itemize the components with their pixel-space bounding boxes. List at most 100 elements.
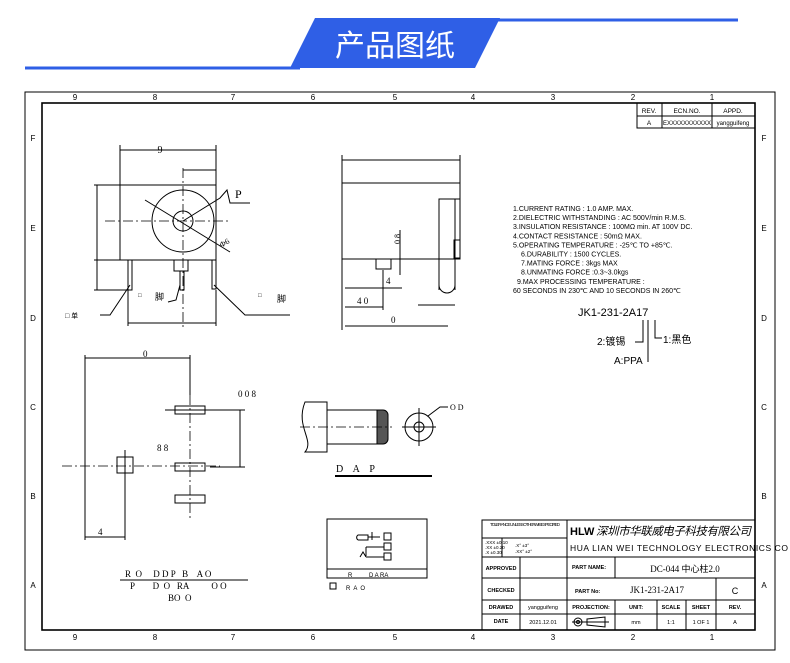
row-label: B: [30, 492, 35, 501]
tolerance-value: .XXX ±0.10: [485, 540, 508, 545]
column-label: 9: [73, 93, 78, 102]
drawed-by: yangguifeng: [528, 605, 558, 611]
plug-caption: D A P: [336, 464, 375, 475]
rev-value: A: [733, 620, 737, 626]
column-label: 8: [153, 633, 158, 642]
appd-value: yangguifeng: [717, 121, 750, 127]
appd-header: APPD.: [723, 108, 743, 115]
spec-note: 8.UNMATING FORCE :0.3~3.0kgs: [521, 270, 629, 277]
tolerance-value: .XX ±0.20: [485, 545, 505, 550]
sheet-value: 1 OF 1: [693, 620, 710, 626]
unit-value: mm: [631, 620, 641, 626]
pcb-layout: 0 0 0 8 8 8 4: [62, 349, 257, 540]
side-view: 4 4 0 0 0 8: [341, 155, 461, 330]
scale-label: SCALE: [662, 605, 681, 611]
column-label: 5: [393, 633, 398, 642]
schematic-legend: R A O: [346, 586, 365, 592]
pcb-caption-line: P D O RA O O: [130, 581, 227, 591]
dim-08: 0 8: [393, 234, 402, 244]
dim-diameter: Φ6: [218, 237, 231, 250]
material-code: A:PPA: [614, 356, 643, 367]
schematic-box: R D A RA R A O: [326, 518, 428, 592]
part-code-breakdown: JK1-231-2A17 2:镀锡 1:黑色 A:PPA: [578, 307, 691, 367]
rev-label: REV.: [729, 605, 742, 611]
pcb-caption-line: BO O: [168, 593, 192, 603]
tolerance-title: TOLERANCE UNLESS OTHERWISE SPECIFIED: [490, 522, 561, 527]
row-label: E: [30, 224, 35, 233]
rev-letter: C: [732, 586, 739, 596]
company-name-en: HUA LIAN WEI TECHNOLOGY ELECTRONICS CO: [570, 543, 788, 553]
plating-code: 2:镀锡: [597, 335, 625, 348]
banner: 产品图纸: [25, 18, 738, 70]
column-label: 9: [73, 633, 78, 642]
spec-note: 4.CONTACT RESISTANCE : 50mΩ MAX.: [513, 233, 642, 240]
rev-value: A: [647, 120, 652, 127]
pin-label: 脚: [277, 294, 286, 304]
column-label: 4: [471, 633, 476, 642]
dim-0: 0: [143, 349, 148, 359]
spec-note: 3.INSULATION RESISTANCE : 100MΩ min. AT …: [513, 224, 692, 231]
front-view: 9 P Φ6 □ 单 □ 脚 □ 脚: [65, 145, 290, 330]
pcb-caption-line: R O D D P B A O: [125, 569, 212, 579]
color-code: 1:黑色: [663, 333, 691, 346]
column-label: 2: [631, 93, 636, 102]
row-label: F: [31, 134, 36, 143]
row-label: F: [762, 134, 767, 143]
drawed-label: DRAWED: [489, 605, 513, 611]
sheet-label: SHEET: [692, 605, 711, 611]
part-name: DC-044 中心柱2.0: [650, 563, 720, 574]
dim-4: 4: [98, 527, 103, 537]
dim-0: 0: [391, 315, 396, 325]
spec-note: 2.DIELECTRIC WITHSTANDING : AC 500V/min …: [513, 215, 686, 222]
spec-note: 1.CURRENT RATING : 1.0 AMP. MAX.: [513, 206, 633, 213]
column-label: 1: [710, 93, 715, 102]
row-label: E: [761, 224, 766, 233]
pin-label: □: [258, 293, 262, 299]
pin-label: 脚: [155, 292, 164, 302]
tolerance-value: .XX° ±2°: [515, 549, 532, 554]
row-label: C: [761, 403, 767, 412]
spec-note: 7.MATING FORCE : 3kgs MAX: [521, 261, 618, 268]
part-code: JK1-231-2A17: [578, 307, 648, 319]
column-label: 6: [311, 633, 316, 642]
column-label: 3: [551, 633, 556, 642]
row-label: C: [30, 403, 36, 412]
part-no: JK1-231-2A17: [630, 585, 684, 595]
column-label: 2: [631, 633, 636, 642]
dim-008: 0 0 8: [238, 389, 257, 399]
company-logo: HLW: [570, 526, 595, 538]
row-label: B: [761, 492, 766, 501]
part-no-label: PART No:: [575, 589, 600, 595]
dim-4: 4: [386, 276, 391, 286]
company-name-cn: 深圳市华联威电子科技有限公司: [596, 525, 753, 538]
spec-note: 60 SECONDS IN 230℃ AND 10 SECONDS IN 260…: [513, 288, 681, 295]
column-label: 1: [710, 633, 715, 642]
label-p: P: [235, 187, 242, 201]
date-label: DATE: [494, 619, 509, 625]
scale-value: 1:1: [667, 620, 675, 626]
spec-note: 5.OPERATING TEMPERATURE : -25℃ TO +85℃.: [513, 242, 673, 249]
projection-label: PROJECTION:: [572, 605, 610, 611]
spec-note: 9.MAX PROCESSING TEMPERATURE :: [517, 279, 645, 286]
pin-label: □ 单: [65, 311, 78, 320]
title-block: TOLERANCE UNLESS OTHERWISE SPECIFIED .XX…: [481, 519, 788, 631]
spec-note: 6.DURABILITY : 1500 CYCLES.: [521, 252, 621, 259]
approved-label: APPROVED: [486, 566, 517, 572]
pin-label: □: [138, 293, 142, 299]
banner-shape: [290, 18, 500, 68]
row-label: A: [30, 581, 36, 590]
row-label: D: [30, 314, 36, 323]
schematic-caption: R D A RA: [348, 573, 388, 579]
revision-table: REV. ECN.NO. APPD. A EXXXXXXXXXXX yanggu…: [636, 102, 756, 129]
part-name-label: PART NAME:: [572, 565, 606, 571]
tolerance-value: .X° ±3°: [515, 543, 529, 548]
column-label: 7: [231, 633, 236, 642]
tolerance-value: .X ±0.30: [485, 550, 502, 555]
inner-border: [41, 102, 756, 631]
row-label: D: [761, 314, 767, 323]
checked-label: CHECKED: [487, 588, 514, 594]
dim-88: 8 8: [157, 443, 169, 453]
projection-symbol-icon: [572, 616, 609, 628]
column-label: 3: [551, 93, 556, 102]
